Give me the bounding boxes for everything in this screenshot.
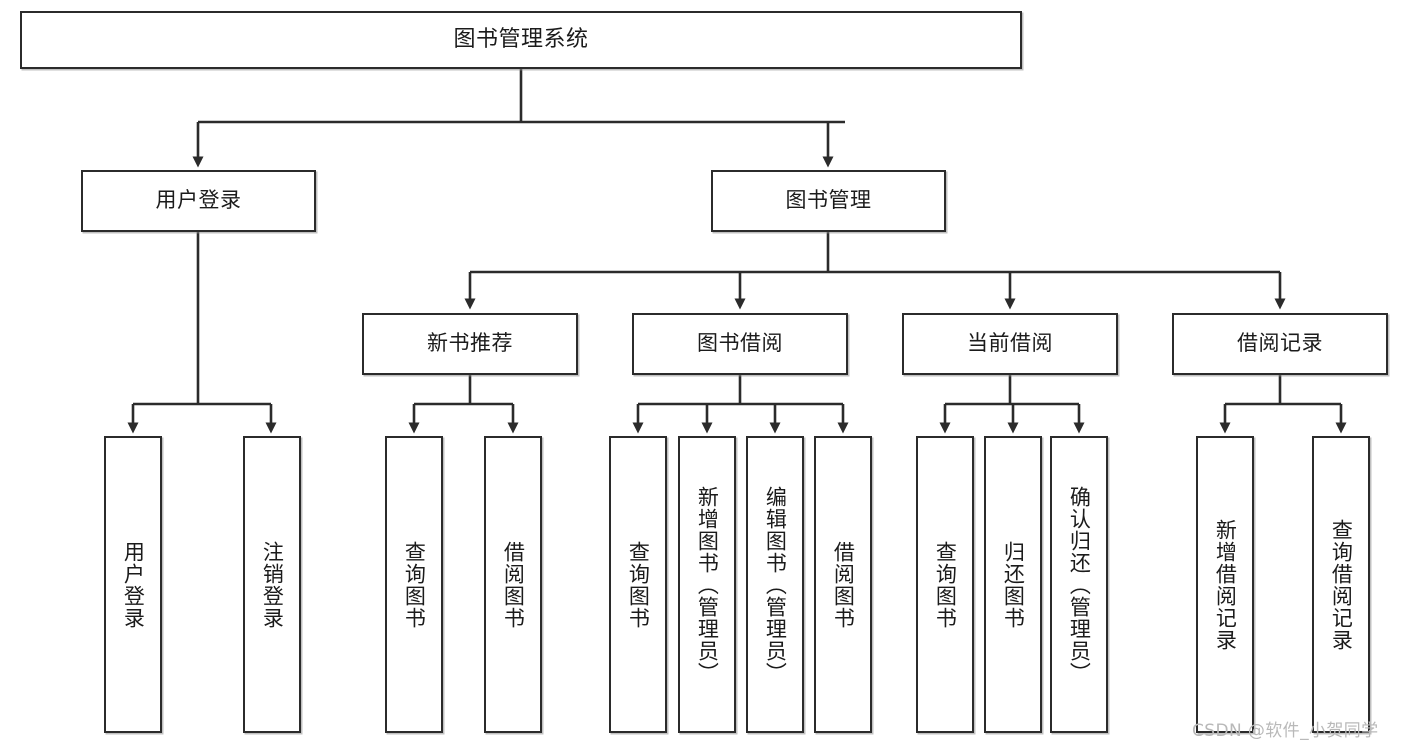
node-leaf-query-book-2-label: 查询图书 <box>626 540 651 629</box>
node-leaf-borrow-book-1-label: 借阅图书 <box>501 540 526 629</box>
node-leaf-return-book[interactable]: 归还图书 <box>984 436 1042 733</box>
node-leaf-edit-book[interactable]: 编辑图书（管理员） <box>746 436 804 733</box>
node-leaf-query-record[interactable]: 查询借阅记录 <box>1312 436 1370 733</box>
node-leaf-borrow-book-2[interactable]: 借阅图书 <box>814 436 872 733</box>
node-new-book-rec[interactable]: 新书推荐 <box>362 313 578 375</box>
node-leaf-confirm-return[interactable]: 确认归还（管理员） <box>1050 436 1108 733</box>
node-leaf-borrow-book-1[interactable]: 借阅图书 <box>484 436 542 733</box>
node-borrow-record-label: 借阅记录 <box>1237 331 1323 356</box>
node-root-label: 图书管理系统 <box>453 26 589 52</box>
node-leaf-borrow-book-2-label: 借阅图书 <box>831 540 856 629</box>
node-leaf-add-record-label: 新增借阅记录 <box>1213 518 1238 651</box>
node-leaf-edit-book-label: 编辑图书（管理员） <box>763 485 788 684</box>
node-user-login[interactable]: 用户登录 <box>81 170 316 232</box>
node-new-book-rec-label: 新书推荐 <box>427 331 513 356</box>
node-leaf-query-book-3[interactable]: 查询图书 <box>916 436 974 733</box>
node-root[interactable]: 图书管理系统 <box>20 11 1022 69</box>
node-current-borrow-label: 当前借阅 <box>967 331 1053 356</box>
node-user-login-label: 用户登录 <box>155 188 242 213</box>
node-leaf-user-logout[interactable]: 注销登录 <box>243 436 301 733</box>
node-leaf-add-record[interactable]: 新增借阅记录 <box>1196 436 1254 733</box>
node-leaf-add-book[interactable]: 新增图书（管理员） <box>678 436 736 733</box>
node-leaf-user-logout-label: 注销登录 <box>260 540 285 629</box>
node-book-borrow-label: 图书借阅 <box>697 331 783 356</box>
node-leaf-query-record-label: 查询借阅记录 <box>1329 518 1354 651</box>
node-leaf-query-book-1[interactable]: 查询图书 <box>385 436 443 733</box>
node-leaf-add-book-label: 新增图书（管理员） <box>695 485 720 684</box>
node-book-borrow[interactable]: 图书借阅 <box>632 313 848 375</box>
node-leaf-return-book-label: 归还图书 <box>1001 540 1026 629</box>
node-leaf-query-book-3-label: 查询图书 <box>933 540 958 629</box>
node-borrow-record[interactable]: 借阅记录 <box>1172 313 1388 375</box>
node-leaf-user-login[interactable]: 用户登录 <box>104 436 162 733</box>
node-leaf-confirm-return-label: 确认归还（管理员） <box>1067 485 1092 684</box>
node-book-manage-label: 图书管理 <box>785 188 872 213</box>
node-current-borrow[interactable]: 当前借阅 <box>902 313 1118 375</box>
node-leaf-query-book-1-label: 查询图书 <box>402 540 427 629</box>
node-leaf-query-book-2[interactable]: 查询图书 <box>609 436 667 733</box>
node-leaf-user-login-label: 用户登录 <box>121 540 146 629</box>
csdn-watermark: CSDN @软件_小贺同学 <box>1192 721 1379 741</box>
node-book-manage[interactable]: 图书管理 <box>711 170 946 232</box>
